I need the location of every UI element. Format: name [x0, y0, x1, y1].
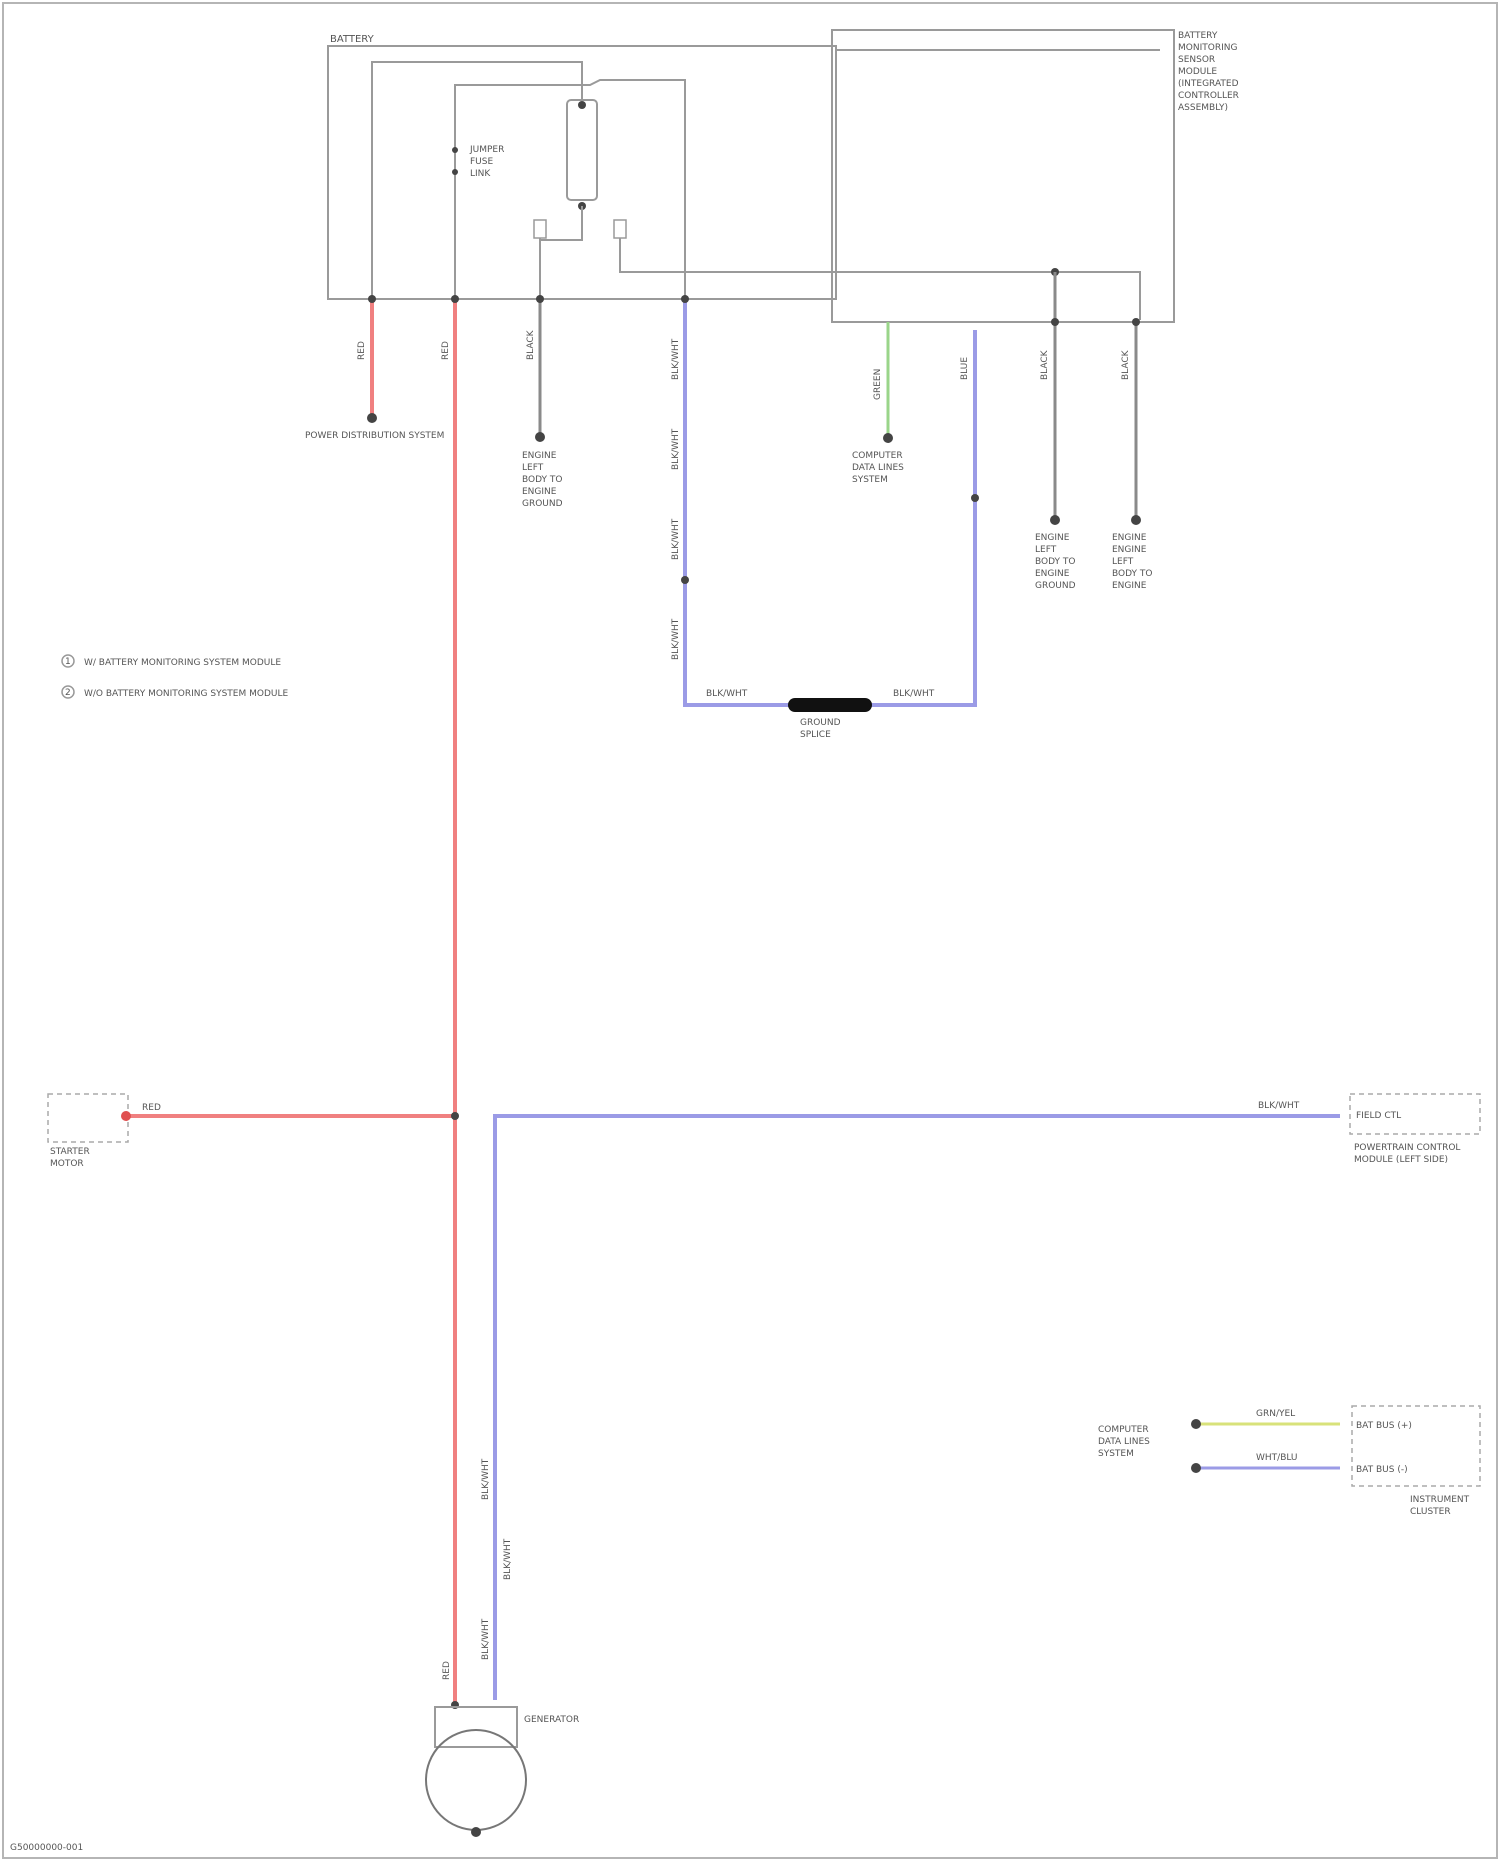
pcm-name1: POWERTRAIN CONTROL	[1354, 1143, 1460, 1153]
legend-mark-1: 1	[65, 657, 71, 667]
wire-label-3: BLACK	[526, 329, 536, 360]
cdl-pin2: BAT BUS (-)	[1356, 1465, 1408, 1475]
power-distribution-label: POWER DISTRIBUTION SYSTEM	[305, 431, 444, 441]
battery-box: BATTERY JUMPER FUSE LINK	[328, 34, 1140, 320]
diagram-frame	[3, 3, 1497, 1858]
g2-l4: BODY TO	[1112, 569, 1152, 579]
wire-ground-left: BLACK ENGINE LEFT BODY TO ENGINE GROUND	[522, 295, 563, 509]
blue-label-1: BLK/WHT	[671, 338, 681, 380]
blue-label-3: BLK/WHT	[671, 518, 681, 560]
legend-mark-2: 2	[65, 688, 71, 698]
starter-name1: STARTER	[50, 1147, 90, 1157]
instrument-cluster-connection: COMPUTER DATA LINES SYSTEM GRN/YEL WHT/B…	[1098, 1406, 1480, 1517]
wire-main-red: RED	[441, 295, 459, 1705]
footer-code: G50000000-001	[10, 1843, 83, 1853]
wire-label-6: BLUE	[960, 357, 970, 380]
bms-line1: BATTERY	[1178, 31, 1218, 41]
bus-left-label: BLK/WHT	[706, 689, 748, 699]
cdl-wire1: GRN/YEL	[1256, 1409, 1295, 1419]
gen-wire-blue3: BLK/WHT	[481, 1618, 491, 1660]
fuse-element	[567, 100, 597, 200]
ground-left-l4: ENGINE	[522, 487, 557, 497]
gen-wire-blue2: BLK/WHT	[503, 1538, 513, 1580]
wire-computer-data-top: GREEN COMPUTER DATA LINES SYSTEM	[852, 322, 904, 485]
legend-item-2: W/O BATTERY MONITORING SYSTEM MODULE	[84, 689, 288, 699]
generator-name: GENERATOR	[524, 1715, 579, 1725]
generator-symbol	[426, 1730, 526, 1830]
generator: RED BLK/WHT BLK/WHT BLK/WHT GENERATOR	[426, 1458, 579, 1837]
g1-l5: GROUND	[1035, 581, 1076, 591]
wire-label-7: BLACK	[1040, 349, 1050, 380]
wire-blue-pcm: BLK/WHT FIELD CTL POWERTRAIN CONTROL MOD…	[495, 1094, 1480, 1700]
pcm-name2: MODULE (LEFT SIDE)	[1354, 1155, 1448, 1165]
cdl-top-l2: DATA LINES	[852, 463, 904, 473]
ground-left-l2: LEFT	[522, 463, 544, 473]
blue-label-2: BLK/WHT	[671, 428, 681, 470]
g2-l2: ENGINE	[1112, 545, 1147, 555]
bms-line7: ASSEMBLY)	[1178, 103, 1228, 113]
g1-l1: ENGINE	[1035, 533, 1070, 543]
wire-label-8: BLACK	[1121, 349, 1131, 380]
g2-l1: ENGINE	[1112, 533, 1147, 543]
g1-l3: BODY TO	[1035, 557, 1075, 567]
legend: 1 W/ BATTERY MONITORING SYSTEM MODULE 2 …	[62, 655, 288, 699]
g1-l2: LEFT	[1035, 545, 1057, 555]
wire-blue-loop: BLK/WHT BLK/WHT BLK/WHT BLK/WHT BLUE BLK…	[671, 295, 979, 740]
battery-label: BATTERY	[330, 34, 375, 45]
gen-wire-red: RED	[442, 1661, 452, 1680]
cdl-bottom-name3: SYSTEM	[1098, 1449, 1134, 1459]
cluster-name1: INSTRUMENT	[1410, 1495, 1470, 1505]
wire-power-distribution: RED POWER DISTRIBUTION SYSTEM	[305, 295, 444, 441]
bus-right-label: BLK/WHT	[893, 689, 935, 699]
ground-left-l5: GROUND	[522, 499, 563, 509]
jumper-label-3: LINK	[470, 169, 491, 179]
wire-ground-g1: BLACK ENGINE LEFT BODY TO ENGINE GROUND	[1035, 272, 1076, 591]
starter-terminal: RED	[142, 1103, 161, 1113]
bms-line2: MONITORING	[1178, 43, 1237, 53]
starter-name2: MOTOR	[50, 1159, 84, 1169]
pcm-pin-label: FIELD CTL	[1356, 1111, 1401, 1121]
jumper-label-1: JUMPER	[469, 145, 504, 155]
legend-item-1: W/ BATTERY MONITORING SYSTEM MODULE	[84, 658, 281, 668]
g2-l5: ENGINE	[1112, 581, 1147, 591]
bms-line4: MODULE	[1178, 67, 1217, 77]
bus-name1: GROUND	[800, 718, 841, 728]
cdl-wire2: WHT/BLU	[1256, 1453, 1298, 1463]
bms-line6: CONTROLLER	[1178, 91, 1239, 101]
wire-ground-g2: BLACK ENGINE ENGINE LEFT BODY TO ENGINE	[1112, 318, 1152, 591]
cdl-top-l1: COMPUTER	[852, 451, 903, 461]
starter-motor: RED STARTER MOTOR	[48, 1094, 459, 1169]
g2-l3: LEFT	[1112, 557, 1134, 567]
ground-left-l3: BODY TO	[522, 475, 562, 485]
bus-name2: SPLICE	[800, 730, 831, 740]
gen-wire-blue1: BLK/WHT	[481, 1458, 491, 1500]
blue-label-4: BLK/WHT	[671, 618, 681, 660]
cdl-pin1: BAT BUS (+)	[1356, 1421, 1412, 1431]
bms-line5: (INTEGRATED	[1178, 79, 1239, 89]
cdl-bottom-name1: COMPUTER	[1098, 1425, 1149, 1435]
battery-monitoring-module: BATTERY MONITORING SENSOR MODULE (INTEGR…	[832, 30, 1239, 322]
bms-line3: SENSOR	[1178, 55, 1215, 65]
cdl-top-l3: SYSTEM	[852, 475, 888, 485]
cluster-name2: CLUSTER	[1410, 1507, 1451, 1517]
g1-l4: ENGINE	[1035, 569, 1070, 579]
pcm-wire-label: BLK/WHT	[1258, 1101, 1300, 1111]
wire-label-2: RED	[441, 341, 451, 360]
ground-left-l1: ENGINE	[522, 451, 557, 461]
wire-label-5: GREEN	[873, 369, 883, 400]
wire-label-1: RED	[357, 341, 367, 360]
cdl-bottom-name2: DATA LINES	[1098, 1437, 1150, 1447]
ground-splice	[788, 698, 872, 712]
jumper-label-2: FUSE	[470, 157, 493, 167]
